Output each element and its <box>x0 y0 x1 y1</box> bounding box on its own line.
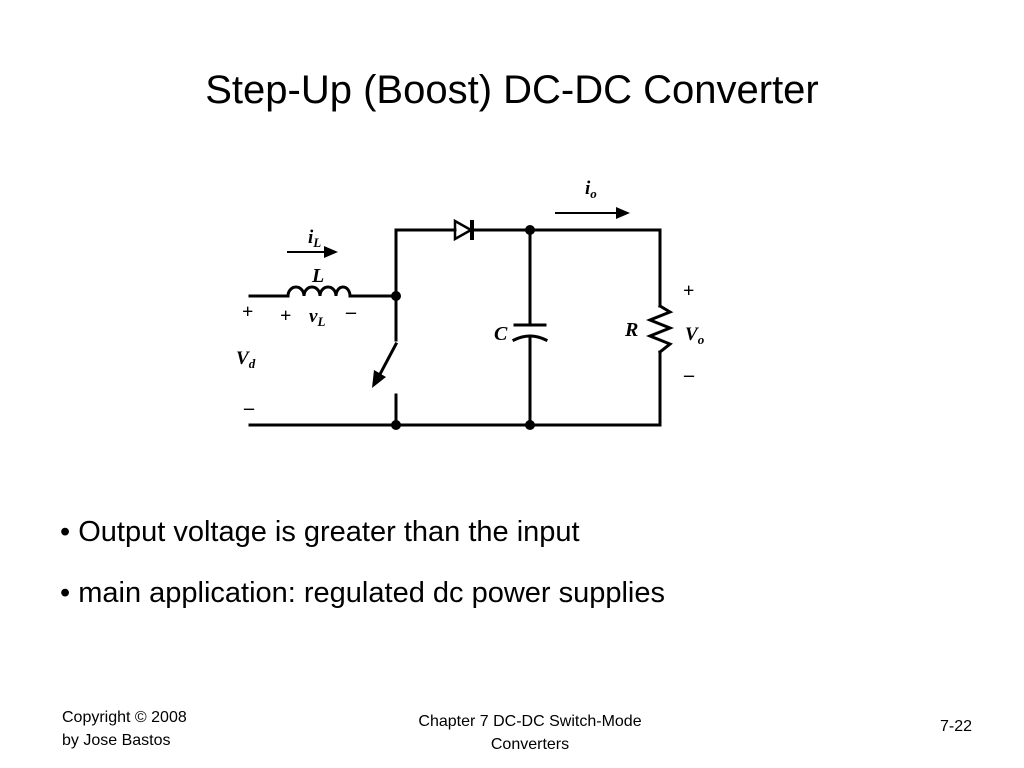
switch-arrowhead <box>372 370 386 388</box>
resistor-zigzag <box>645 303 675 355</box>
chapter-line: Converters <box>490 736 570 753</box>
inductor-coil <box>286 285 352 298</box>
author-line: by Jose Bastos <box>62 732 171 749</box>
top-junction-dot <box>525 225 535 235</box>
bullet-list: • Output voltage is greater than the inp… <box>60 512 665 634</box>
switch-blade <box>375 341 399 381</box>
bullet-item: • main application: regulated dc power s… <box>60 577 666 609</box>
input-voltage-minus: – <box>243 397 255 419</box>
copyright-notice: Copyright © 2008 by Jose Bastos <box>62 706 187 752</box>
il-arrow-head <box>324 246 338 258</box>
diode-triangle <box>453 218 474 242</box>
diode-bar <box>470 220 474 240</box>
inductor-voltage-plus: + <box>280 305 291 327</box>
output-voltage-label: Vo <box>685 324 705 347</box>
output-voltage-minus: – <box>683 364 695 386</box>
inductor-voltage-minus: – <box>345 301 357 323</box>
output-current-label: io <box>585 178 597 201</box>
bullet-item: • Output voltage is greater than the inp… <box>60 516 580 548</box>
bottom-switch-junction-dot <box>391 420 401 430</box>
chapter-line: Chapter 7 DC-DC Switch-Mode <box>418 713 642 730</box>
io-arrow-head <box>616 207 630 219</box>
bottom-capacitor-junction-dot <box>525 420 535 430</box>
copyright-line: Copyright © 2008 <box>62 709 187 726</box>
input-voltage-plus: + <box>242 301 253 323</box>
inductor-voltage-label: vL <box>309 306 325 329</box>
chapter-title: Chapter 7 DC-DC Switch-Mode Converters <box>370 710 690 756</box>
page-number: 7-22 <box>939 718 972 735</box>
capacitor-label: C <box>494 323 508 345</box>
inductor-label: L <box>311 265 324 287</box>
inductor-current-label: iL <box>308 227 321 250</box>
switch-node-dot <box>391 291 401 301</box>
slide-title: Step-Up (Boost) DC-DC Converter <box>205 68 819 112</box>
output-voltage-plus: + <box>683 280 694 302</box>
resistor-label: R <box>624 319 638 341</box>
input-voltage-label: Vd <box>236 348 256 371</box>
